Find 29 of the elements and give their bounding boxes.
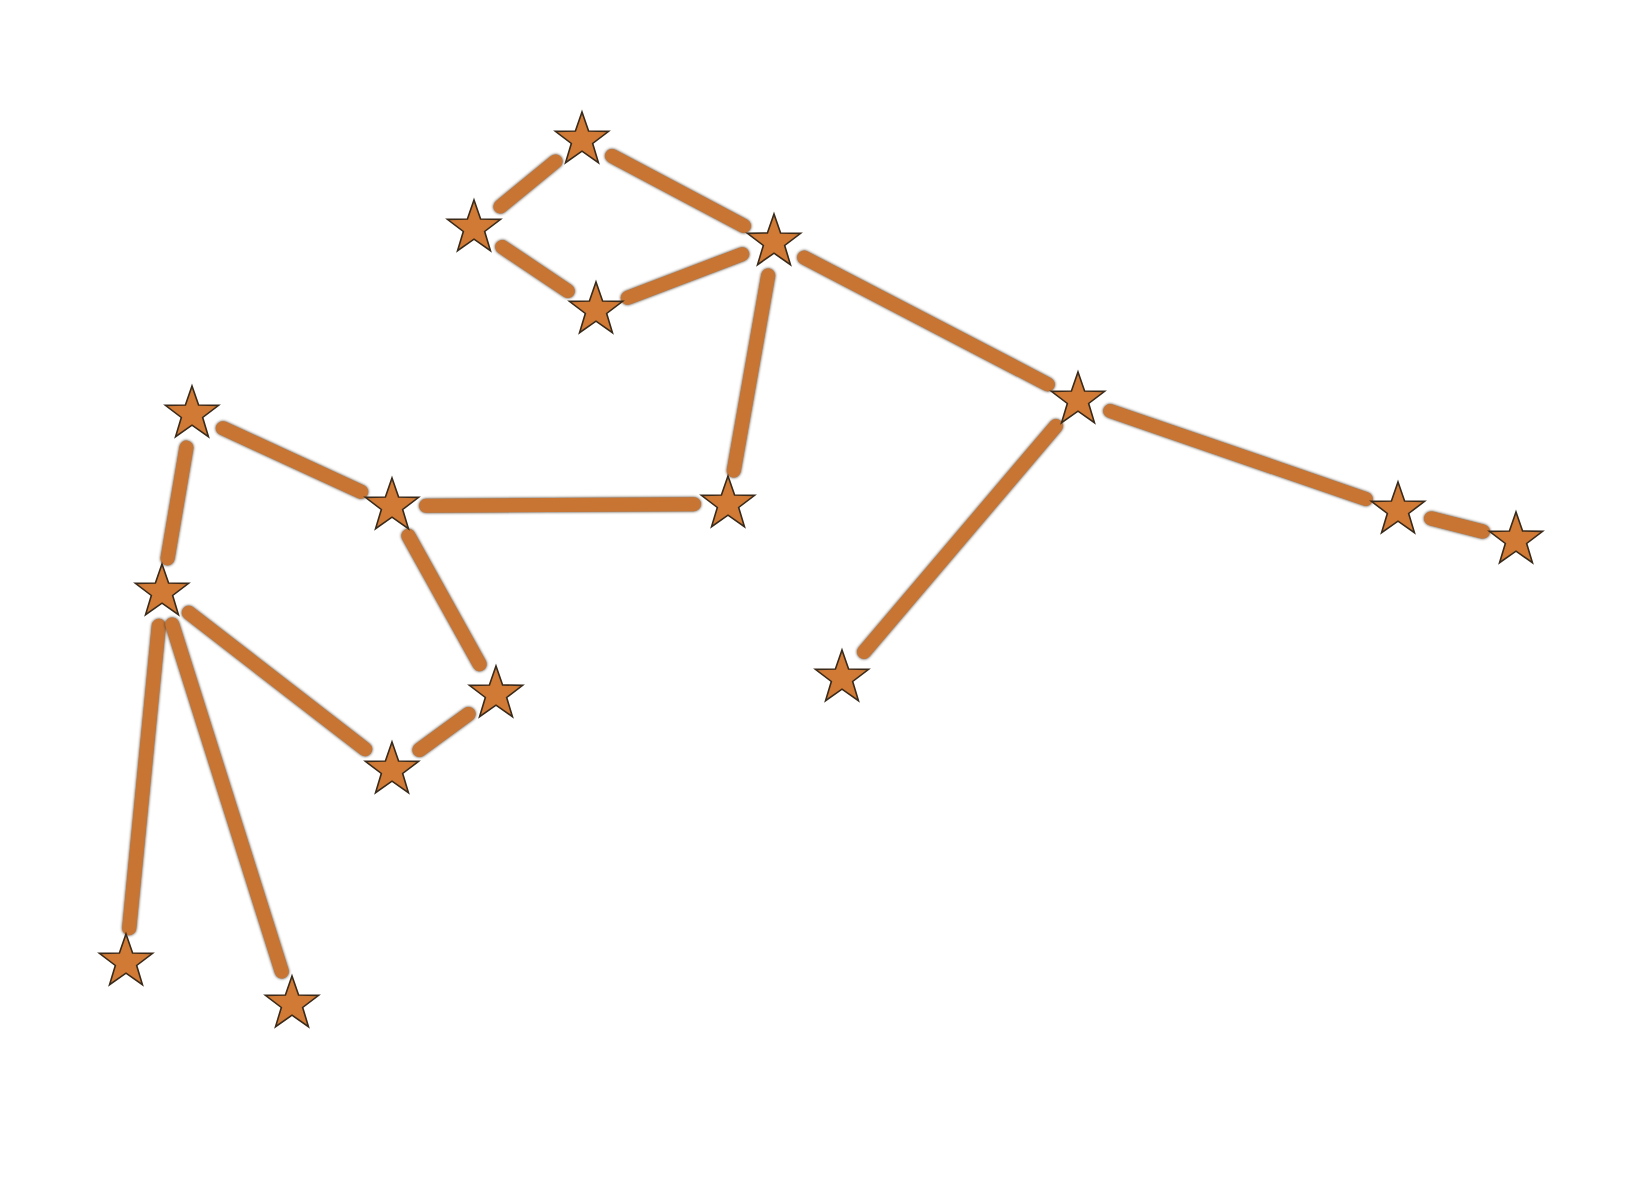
star-icon bbox=[362, 476, 422, 536]
star-icon bbox=[96, 932, 156, 992]
star-icon bbox=[744, 212, 804, 272]
star-icon bbox=[132, 562, 192, 622]
star-icon bbox=[444, 198, 504, 258]
constellation-line bbox=[412, 707, 476, 757]
constellation-line bbox=[495, 240, 575, 298]
star-icon bbox=[812, 648, 872, 708]
star-icon bbox=[698, 474, 758, 534]
constellation-line bbox=[122, 618, 166, 936]
star-icon bbox=[1486, 510, 1546, 570]
star-icon bbox=[552, 110, 612, 170]
star-icon bbox=[466, 664, 526, 724]
constellation-line bbox=[165, 617, 289, 979]
star-icon bbox=[162, 384, 222, 444]
star-icon bbox=[1048, 370, 1108, 430]
constellation-line bbox=[726, 268, 776, 478]
constellation-line bbox=[215, 421, 369, 499]
constellation-line bbox=[160, 440, 194, 566]
constellation-line bbox=[797, 250, 1055, 392]
star-icon bbox=[566, 280, 626, 340]
constellation-line bbox=[620, 247, 750, 305]
star-icon bbox=[362, 740, 422, 800]
constellation-line bbox=[493, 154, 563, 214]
constellation-line bbox=[605, 149, 751, 233]
constellation-line bbox=[419, 497, 701, 513]
star-icon bbox=[262, 974, 322, 1034]
star-icon bbox=[1368, 480, 1428, 540]
constellation-line bbox=[181, 605, 373, 757]
